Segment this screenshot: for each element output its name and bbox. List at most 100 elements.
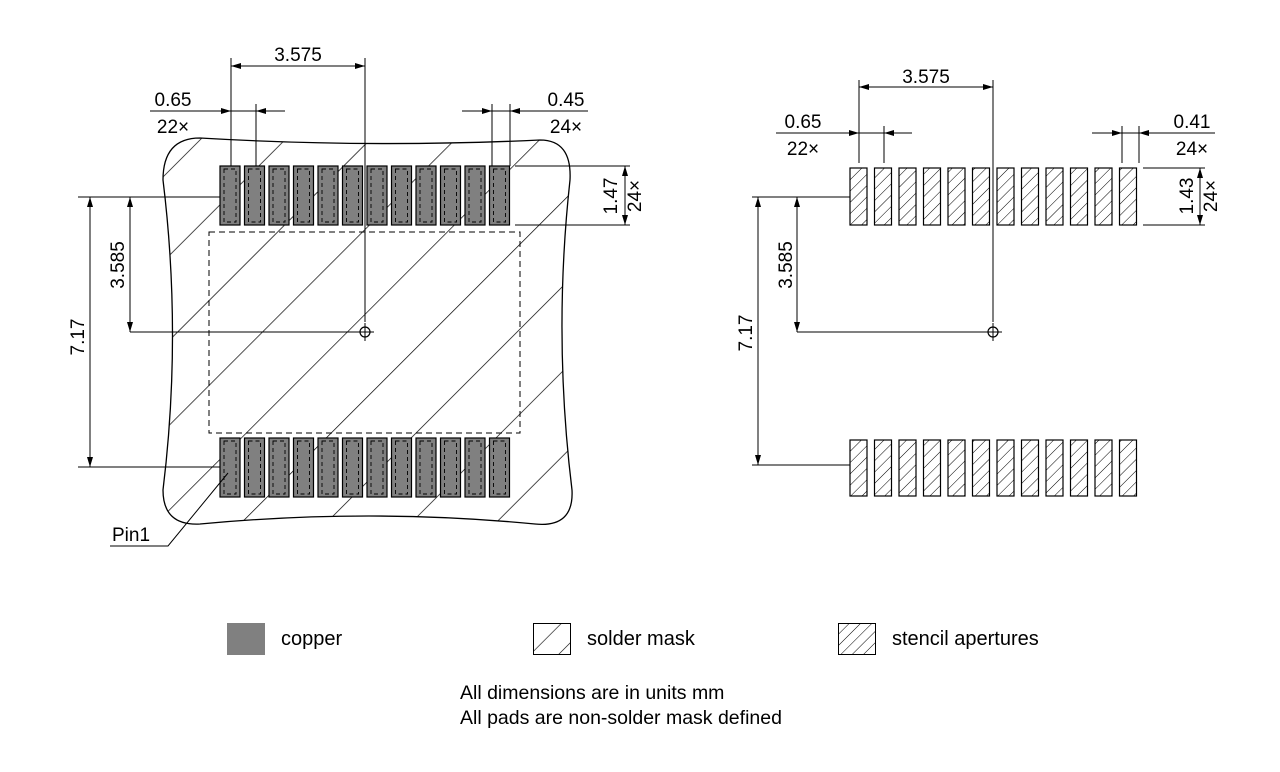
copper-pad xyxy=(317,165,339,226)
stencil-aperture xyxy=(947,167,966,226)
dim-padlength-value: 1.47 xyxy=(601,178,622,215)
copper-swatch-icon xyxy=(227,623,265,655)
copper-pad xyxy=(366,165,388,226)
pad-aperture-outline xyxy=(346,440,359,495)
copper-pad xyxy=(464,165,486,226)
stencil-aperture xyxy=(873,167,893,226)
legend-label: copper xyxy=(281,627,343,650)
dim-padwidth-value: 0.45 xyxy=(548,90,585,111)
stencil-aperture xyxy=(1045,439,1064,497)
pin1-label: Pin1 xyxy=(112,525,150,546)
pad-aperture-outline xyxy=(370,440,384,495)
pad-aperture-outline xyxy=(370,168,384,223)
center-mark-icon xyxy=(356,323,374,341)
pad-aperture-outline xyxy=(248,440,261,495)
stencil-aperture xyxy=(873,439,893,497)
copper-pad xyxy=(415,437,437,498)
left-view: 3.575 0.65 22× 0.45 24× 1.47 24× 7.17 3.… xyxy=(68,45,646,547)
pad-aperture-outline xyxy=(395,168,408,223)
pad-aperture-outline xyxy=(468,168,482,223)
pad-aperture-outline xyxy=(493,168,506,223)
stencil-aperture xyxy=(1094,167,1113,226)
stencil-aperture xyxy=(898,439,917,497)
dim-pitch-value: 0.65 xyxy=(155,90,192,111)
top-stencil-row xyxy=(849,167,1138,226)
dim-padwidth-value: 0.41 xyxy=(1174,112,1211,133)
dim-padlength-count: 24× xyxy=(1201,180,1222,212)
notes: All dimensions are in units mm All pads … xyxy=(460,681,782,731)
copper-pad xyxy=(268,437,290,498)
solder-mask-swatch-icon xyxy=(533,623,571,655)
pad-aperture-outline xyxy=(297,168,310,223)
stencil-aperture xyxy=(922,167,942,226)
copper-pad xyxy=(390,437,413,498)
stencil-aperture xyxy=(1069,167,1089,226)
copper-pad xyxy=(439,165,462,226)
dim-pitch-count: 22× xyxy=(157,117,189,138)
dim-row-span: 7.17 xyxy=(68,319,89,356)
stencil-aperture xyxy=(849,439,868,497)
stencil-aperture xyxy=(1020,167,1040,226)
pin1-leader xyxy=(110,472,229,547)
pad-aperture-outline xyxy=(419,440,433,495)
copper-pad xyxy=(366,437,388,498)
legend-copper: copper xyxy=(227,623,342,655)
copper-pad xyxy=(439,437,462,498)
center-mark-icon xyxy=(984,323,1002,341)
pad-aperture-outline xyxy=(395,440,408,495)
pad-aperture-outline xyxy=(321,168,335,223)
stencil-aperture xyxy=(971,439,991,497)
pad-aperture-outline xyxy=(468,440,482,495)
legend-label: solder mask xyxy=(587,627,695,650)
copper-pad xyxy=(341,437,364,498)
pad-aperture-outline xyxy=(297,440,310,495)
copper-pad xyxy=(464,437,486,498)
legend-label: stencil apertures xyxy=(892,627,1039,650)
dim-center-x: 3.575 xyxy=(274,45,322,66)
pad-aperture-outline xyxy=(419,168,433,223)
pad-aperture-outline xyxy=(444,168,457,223)
note-units: All dimensions are in units mm xyxy=(460,682,725,704)
copper-pad xyxy=(243,437,266,498)
legend-stencil: stencil apertures xyxy=(838,623,1039,655)
legend-solder-mask: solder mask xyxy=(533,623,695,655)
stencil-aperture xyxy=(849,167,868,226)
copper-pad xyxy=(390,165,413,226)
dim-center-y: 3.585 xyxy=(776,241,797,289)
copper-pad xyxy=(341,165,364,226)
pad-aperture-outline xyxy=(321,440,335,495)
pad-aperture-outline xyxy=(223,168,237,223)
stencil-swatch-icon xyxy=(838,623,876,655)
dim-center-y: 3.585 xyxy=(108,241,129,289)
copper-pad xyxy=(317,437,339,498)
dim-pitch-count: 22× xyxy=(787,139,819,160)
pad-aperture-outline xyxy=(493,440,506,495)
stencil-aperture xyxy=(971,167,991,226)
copper-pad xyxy=(488,437,511,498)
solder-mask-region xyxy=(162,137,573,526)
copper-pad xyxy=(243,165,266,226)
stencil-aperture xyxy=(1045,167,1064,226)
stencil-aperture xyxy=(1069,439,1089,497)
stencil-aperture xyxy=(996,167,1015,226)
copper-pad xyxy=(219,165,241,226)
dim-padlength-value: 1.43 xyxy=(1177,178,1198,215)
dim-center-x: 3.575 xyxy=(902,67,950,88)
dim-pitch-value: 0.65 xyxy=(785,112,822,133)
stencil-aperture xyxy=(996,439,1015,497)
pad-aperture-outline xyxy=(248,168,261,223)
dim-padwidth-count: 24× xyxy=(550,117,582,138)
pad-aperture-outline xyxy=(272,168,286,223)
dim-padlength-count: 24× xyxy=(625,180,646,212)
dim-padwidth-count: 24× xyxy=(1176,139,1208,160)
right-view: 3.575 0.65 22× 0.41 24× 1.43 24× 7.17 3.… xyxy=(736,67,1222,497)
copper-pad xyxy=(292,437,315,498)
copper-pad xyxy=(292,165,315,226)
stencil-aperture xyxy=(1020,439,1040,497)
copper-pad xyxy=(488,165,511,226)
stencil-aperture xyxy=(1118,167,1138,226)
stencil-aperture xyxy=(1118,439,1138,497)
copper-pad xyxy=(219,437,241,498)
stencil-aperture xyxy=(922,439,942,497)
